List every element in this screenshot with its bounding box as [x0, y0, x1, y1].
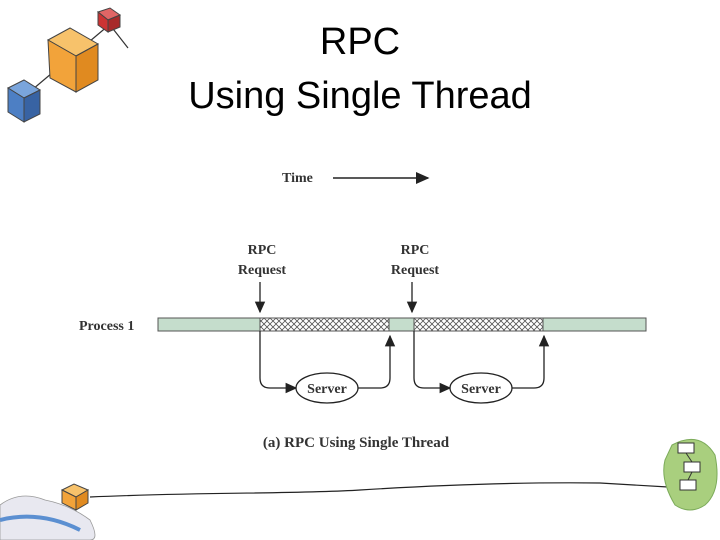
server-1-label: Server: [307, 382, 347, 397]
rpc-request-1-line1: RPC: [248, 243, 277, 258]
decorative-cubes-illustration: [6, 7, 129, 123]
process-bar-blocked-2: [413, 317, 544, 332]
network-blob-icon: [663, 438, 718, 511]
rpc-request-1-line2: Request: [238, 263, 287, 278]
call-path-1: [259, 331, 298, 394]
rpc-request-2-line1: RPC: [401, 243, 430, 258]
slide-title-line1: RPC: [319, 21, 401, 63]
orange-cube-icon: [46, 27, 100, 93]
time-label: Time: [282, 171, 313, 186]
call-path-2: [413, 331, 452, 394]
server-2-label: Server: [461, 382, 501, 397]
process-1-timeline-bar: [157, 317, 647, 332]
process-1-label: Process 1: [79, 319, 134, 334]
process-bar-running: [157, 317, 647, 332]
server-2-node: [449, 372, 513, 404]
slide-title-line2: Using Single Thread: [188, 75, 532, 117]
hand-holding-cube-icon: [0, 483, 96, 540]
process-bar-blocked-1: [259, 317, 390, 332]
return-path-1: [358, 334, 396, 389]
server-1-node: [295, 372, 359, 404]
red-cube-icon: [96, 7, 122, 33]
connector-box-icon: [677, 442, 695, 454]
decorative-wire-line: [89, 482, 669, 498]
connector-box-icon: [683, 461, 701, 473]
blue-cube-icon: [6, 79, 42, 123]
diagram-caption: (a) RPC Using Single Thread: [263, 435, 450, 451]
connector-box-icon: [679, 479, 697, 491]
rpc-request-2-line2: Request: [391, 263, 440, 278]
return-path-2: [512, 334, 550, 389]
